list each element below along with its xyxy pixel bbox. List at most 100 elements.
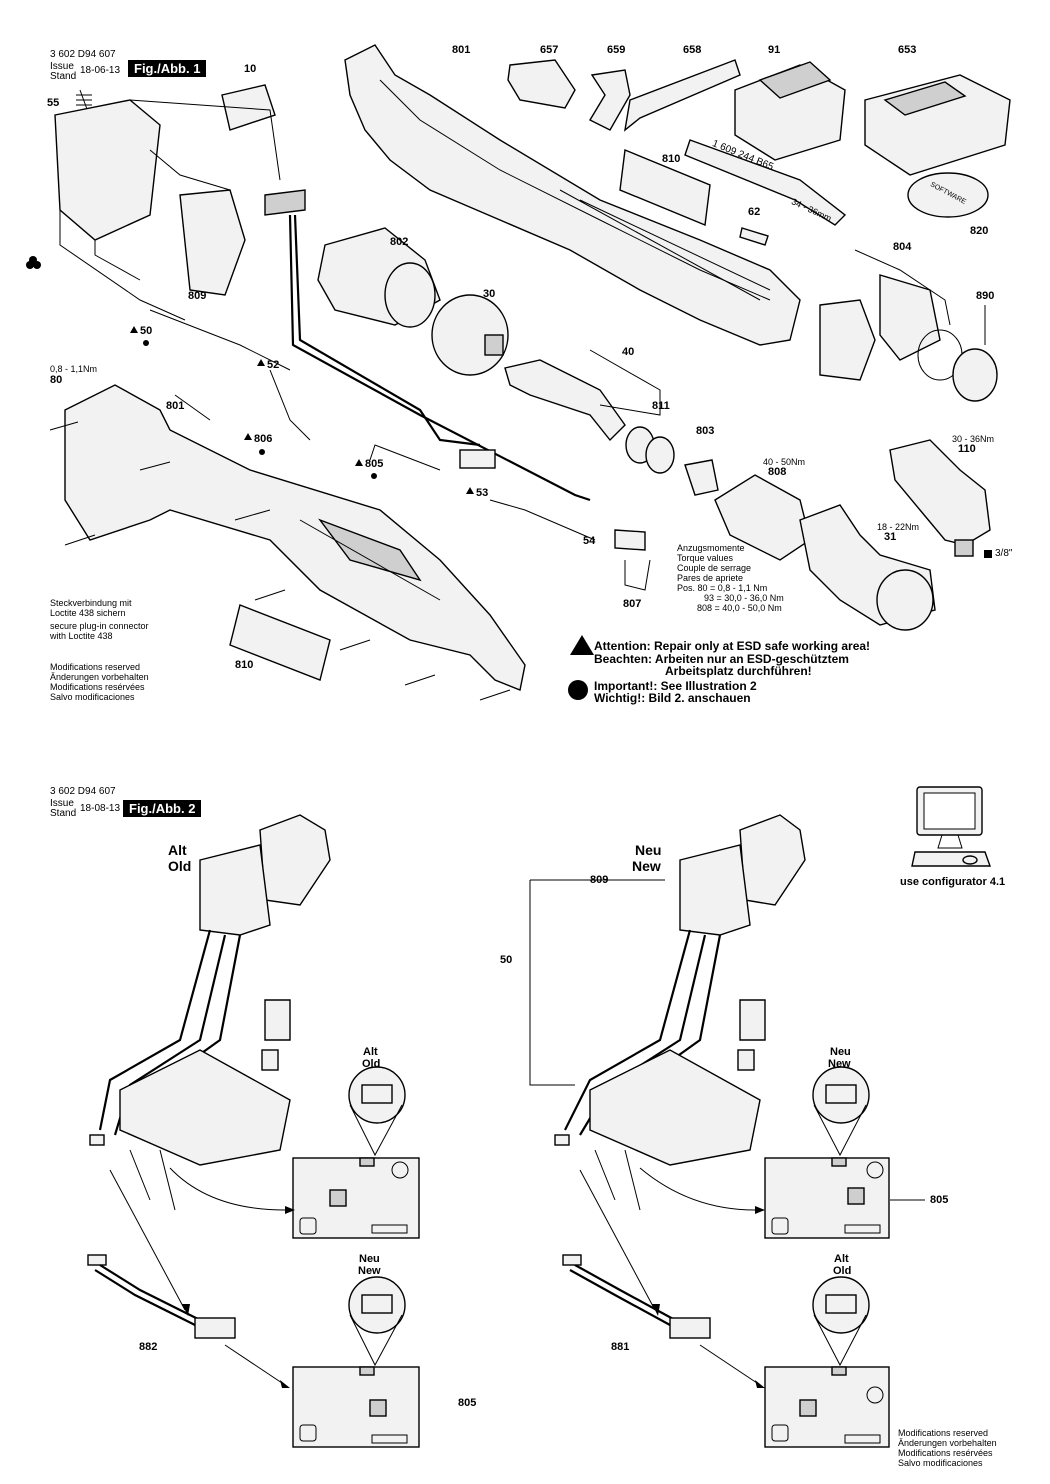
mods-1-3: Salvo modificaciones <box>50 692 135 702</box>
label-10: 10 <box>244 63 257 75</box>
computer-icon <box>911 786 991 867</box>
label-820: 820 <box>970 225 989 237</box>
screws <box>49 421 511 701</box>
clip-659 <box>589 69 631 131</box>
torque-808: 40 - 50Nm <box>763 457 806 467</box>
stand-label: Stand <box>50 71 77 82</box>
switch-module <box>54 99 306 296</box>
important-text: Important!: See Illustration 2 <box>594 679 757 693</box>
torque-31: 18 - 22Nm <box>877 522 920 532</box>
issue-label-2: Issue <box>50 798 74 809</box>
label-91: 91 <box>768 44 781 56</box>
part-804 <box>879 274 941 361</box>
switch-assembly-old <box>89 814 331 1211</box>
mods-2-0: Modifications reserved <box>898 1428 989 1438</box>
old-label-left: Old <box>168 858 192 874</box>
label-658: 658 <box>683 44 702 56</box>
attention-text: Attention: Repair only at ESD safe worki… <box>594 639 871 653</box>
wrench-62 <box>684 139 847 226</box>
label-882: 882 <box>139 1341 158 1353</box>
label-810-bottom <box>229 604 331 681</box>
label-805-left: 805 <box>458 1397 477 1409</box>
torque-table-6: 808 = 40,0 - 50,0 Nm <box>697 603 782 613</box>
callout-neu-top: Neu <box>830 1046 851 1058</box>
callout-new-left-text: New <box>358 1265 381 1277</box>
grip-657 <box>507 59 576 109</box>
label-881: 881 <box>611 1341 630 1353</box>
label-801-top: 801 <box>452 44 471 56</box>
label-810-bottom: 810 <box>235 659 254 671</box>
label-809-fig2: 809 <box>590 874 609 886</box>
pcb-new-left <box>292 1366 420 1448</box>
callout-old-right-text: Old <box>833 1265 852 1277</box>
issue-date-2: 18-08-13 <box>80 803 121 814</box>
label-52: 52 <box>267 359 280 371</box>
mods-2-1: Änderungen vorbehalten <box>898 1438 997 1448</box>
wichtig-text: Wichtig!: Bild 2. anschauen <box>594 691 751 705</box>
part-807 <box>614 529 646 551</box>
loctite-en2: with Loctite 438 <box>50 631 113 641</box>
housing-half-top <box>344 44 801 346</box>
label-31: 31 <box>884 531 897 543</box>
label-659: 659 <box>607 44 626 56</box>
label-801-bottom: 801 <box>166 400 185 412</box>
pcb-old-right <box>764 1366 890 1448</box>
charger-653 <box>864 74 1011 176</box>
fig-title-2: Fig./Abb. 2 <box>123 800 202 817</box>
mods-2-3: Salvo modificaciones <box>898 1458 983 1468</box>
spring-803 <box>684 459 719 496</box>
mods-1-0: Modifications reserved <box>50 662 141 672</box>
warning-triangle <box>570 635 594 655</box>
battery-91 <box>734 61 846 161</box>
leader-lines <box>59 210 986 591</box>
label-809: 809 <box>188 290 207 302</box>
label-890: 890 <box>976 290 995 302</box>
important-circle <box>568 680 588 700</box>
mods-1-2: Modifications resérvées <box>50 682 145 692</box>
beachten-text-2: Arbeitsplatz durchführen! <box>665 664 812 678</box>
switch-assembly-new <box>554 814 806 1211</box>
neu-label-right: Neu <box>635 842 662 858</box>
label-804: 804 <box>893 241 912 253</box>
label-110: 110 <box>958 443 976 455</box>
issue-label: Issue <box>50 61 74 72</box>
torque-110: 30 - 36Nm <box>952 434 995 444</box>
stand-label-2: Stand <box>50 808 77 819</box>
gearbox-30 <box>431 294 509 376</box>
label-806: 806 <box>254 433 273 445</box>
mods-2-2: Modifications resérvées <box>898 1448 993 1458</box>
alt-label-left: Alt <box>168 842 187 858</box>
loctite-de: Steckverbindung mit <box>50 598 132 608</box>
callout-neu-left: Neu <box>359 1253 380 1265</box>
label-657: 657 <box>540 44 559 56</box>
connector-53 <box>459 449 496 469</box>
label-30: 30 <box>483 288 496 300</box>
callout-alt-right: Alt <box>834 1253 849 1265</box>
callout-new-top-text: New <box>828 1058 851 1070</box>
label-810 <box>619 149 711 226</box>
label-805-right: 805 <box>930 1194 949 1206</box>
label-811: 811 <box>652 400 670 412</box>
label-808: 808 <box>768 466 787 478</box>
label-805: 805 <box>365 458 384 470</box>
callout-alt-top: Alt <box>363 1046 378 1058</box>
label-810-top: 810 <box>662 153 681 165</box>
loctite-de2: Loctite 438 sichern <box>50 608 126 618</box>
label-803: 803 <box>696 425 715 437</box>
mods-1-1: Änderungen vorbehalten <box>50 672 149 682</box>
configurator-text[interactable]: use configurator 4.1 <box>900 876 1006 888</box>
torque-table-4: Pos. 80 = 0,8 - 1,1 Nm <box>677 583 768 593</box>
label-40: 40 <box>622 346 635 358</box>
shaft-40 <box>504 359 626 442</box>
ring-890 <box>952 348 998 402</box>
label-54: 54 <box>583 535 596 547</box>
housing-half-bottom <box>64 384 526 691</box>
label-802: 802 <box>390 236 409 248</box>
torque-table-2: Couple de serrage <box>677 563 752 573</box>
label-807: 807 <box>623 598 642 610</box>
wrench-658 <box>624 59 741 132</box>
label-80: 80 <box>50 374 63 386</box>
pcb-old-top <box>292 1157 420 1239</box>
issue-date: 18-06-13 <box>80 65 121 76</box>
